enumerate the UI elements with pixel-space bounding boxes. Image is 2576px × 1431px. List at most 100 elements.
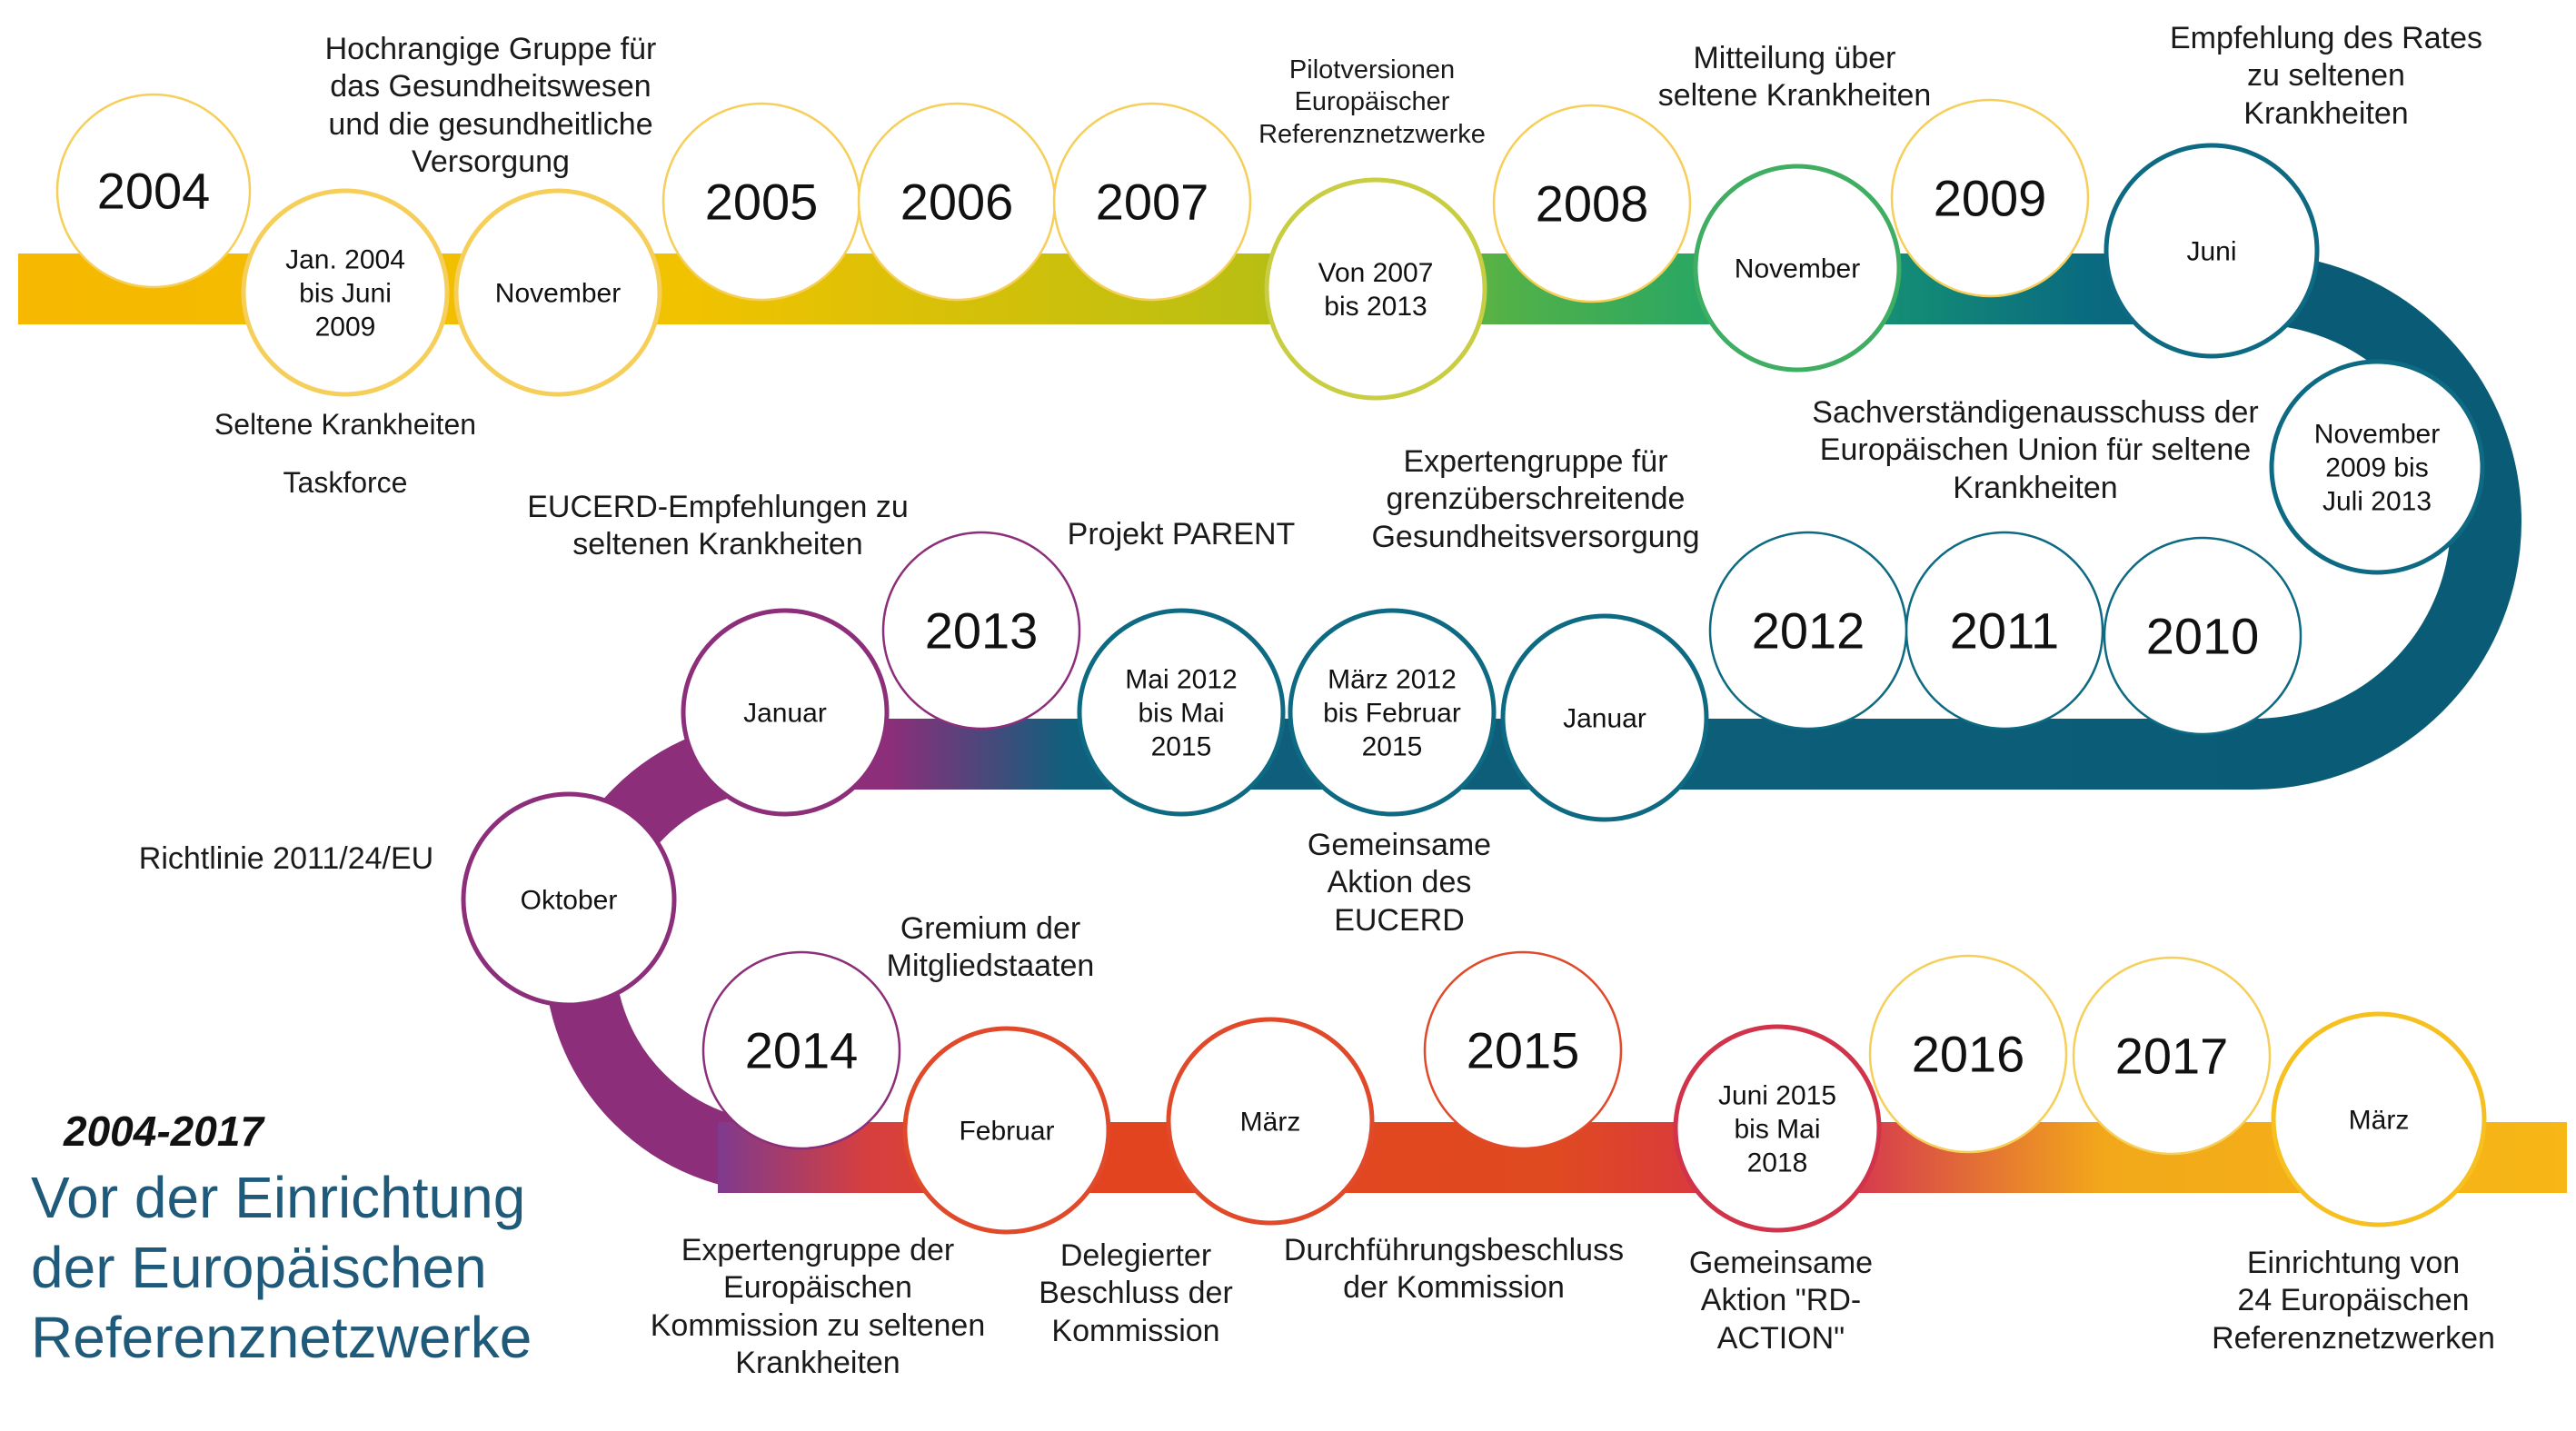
milestone-circle (55, 93, 252, 289)
milestone-circle (1868, 954, 2068, 1154)
milestone-y2004: 2004 (55, 93, 252, 289)
road-bend-right (18, 253, 2521, 790)
event-date-label: November (1735, 254, 1860, 284)
year-label: 2015 (1467, 1022, 1580, 1079)
milestone-circle (2104, 143, 2320, 359)
milestone-circle (453, 188, 662, 397)
annotation-empf: Empfehlung des Rates zu seltenen Krankhe… (2170, 21, 2482, 131)
milestone-jan2013: Januar (681, 608, 890, 817)
milestone-y2015: 2015 (1423, 950, 1623, 1150)
annotation-pilot: Pilotversionen Europäischer Referenznetz… (1258, 55, 1486, 149)
annotation-expk: Expertengruppe der Europäischen Kommissi… (650, 1233, 986, 1381)
annotation-durch: Durchführungsbeschluss der Kommission (1283, 1233, 1625, 1306)
year-label: 2004 (97, 163, 211, 220)
annotation-rdaction: Gemeinsame Aktion "RD- ACTION" (1688, 1246, 1874, 1356)
milestone-circle (1423, 950, 1623, 1150)
milestone-circle (2103, 536, 2302, 736)
milestone-circle (1693, 164, 1902, 373)
event-date-label: März (1240, 1108, 1301, 1138)
year-label: 2016 (1912, 1026, 2025, 1083)
milestone-y2012: 2012 (1708, 531, 1908, 730)
annotation-tf: Taskforce (283, 466, 408, 499)
annotation-sach: Sachverständigenausschuss der Europäisch… (1812, 395, 2259, 505)
milestone-y2014: 2014 (701, 950, 901, 1150)
milestone-y2006: 2006 (857, 102, 1057, 302)
milestone-y2009: 2009 (1890, 98, 2090, 298)
diagram-heading: Vor der Einrichtung der Europäischen Ref… (31, 1165, 532, 1370)
year-label: 2013 (925, 602, 1039, 660)
milestone-y2011: 2011 (1905, 531, 2104, 730)
annotation-hlg: Hochrangige Gruppe für das Gesundheitswe… (324, 32, 657, 180)
milestone-y2008: 2008 (1492, 104, 1692, 303)
milestone-circle (2271, 1011, 2487, 1227)
milestone-okt: Oktober (461, 791, 677, 1008)
year-label: 2008 (1536, 175, 1649, 233)
year-label: 2017 (2115, 1028, 2229, 1085)
annotation-expg: Expertengruppe für grenzüberschreitende … (1371, 444, 1700, 554)
milestone-circle (461, 791, 677, 1008)
event-date-label: Oktober (521, 886, 618, 916)
annotation-gem: Gemeinsame Aktion des EUCERD (1307, 828, 1492, 938)
period-label: 2004-2017 (64, 1108, 264, 1155)
milestone-circle (1077, 608, 1286, 817)
milestone-mar2014: März (1166, 1017, 1375, 1226)
event-date-label: Januar (743, 699, 827, 729)
annotation-grem: Gremium der Mitgliedstaaten (886, 911, 1095, 984)
milestone-circle (1673, 1024, 1882, 1233)
annotation-parent: Projekt PARENT (1067, 517, 1296, 552)
milestone-circle (1500, 613, 1709, 822)
milestone-circle (1264, 177, 1487, 401)
milestone-circle (701, 950, 901, 1150)
milestone-feb2014: Februar (902, 1026, 1111, 1235)
milestone-circle (902, 1026, 1111, 1235)
milestone-y2010: 2010 (2103, 536, 2302, 736)
year-label: 2011 (1950, 602, 2059, 660)
milestone-mar2017: März (2271, 1011, 2487, 1227)
annotation-deleg: Delegierter Beschluss der Kommission (1039, 1238, 1233, 1348)
annotation-einr: Einrichtung von 24 Europäischen Referenz… (2212, 1246, 2495, 1356)
year-label: 2014 (745, 1022, 859, 1079)
milestone-nov2004: November (453, 188, 662, 397)
year-label: 2009 (1934, 170, 2047, 227)
annotation-eucerd: EUCERD-Empfehlungen zu seltenen Krankhei… (527, 490, 909, 562)
annotation-mitt: Mitteilung über seltene Krankheiten (1657, 41, 1932, 114)
year-label: 2012 (1752, 602, 1865, 660)
milestone-circle (1708, 531, 1908, 730)
year-label: 2010 (2146, 608, 2260, 665)
event-date-label: Februar (959, 1117, 1054, 1147)
milestone-circle (1166, 1017, 1375, 1226)
annotation-srk: Seltene Krankheiten (214, 408, 477, 441)
milestone-jun2009: Juni (2104, 143, 2320, 359)
milestone-circle (681, 608, 890, 817)
event-date-label: November (495, 279, 621, 309)
milestone-y2007: 2007 (1052, 102, 1252, 302)
milestone-circle (1288, 608, 1497, 817)
milestone-circle (1052, 102, 1252, 302)
milestone-circle (2269, 359, 2485, 575)
milestone-y2016: 2016 (1868, 954, 2068, 1154)
event-date-label: Juni (2186, 237, 2236, 267)
milestone-circle (241, 188, 450, 397)
annotation-rl: Richtlinie 2011/24/EU (138, 841, 434, 876)
event-date-label: März (2349, 1106, 2410, 1136)
year-label: 2007 (1096, 174, 1209, 231)
milestone-jan2012: Januar (1500, 613, 1709, 822)
milestone-circle (1890, 98, 2090, 298)
year-label: 2005 (705, 174, 819, 231)
milestone-y2017: 2017 (2072, 956, 2272, 1156)
milestone-circle (1492, 104, 1692, 303)
